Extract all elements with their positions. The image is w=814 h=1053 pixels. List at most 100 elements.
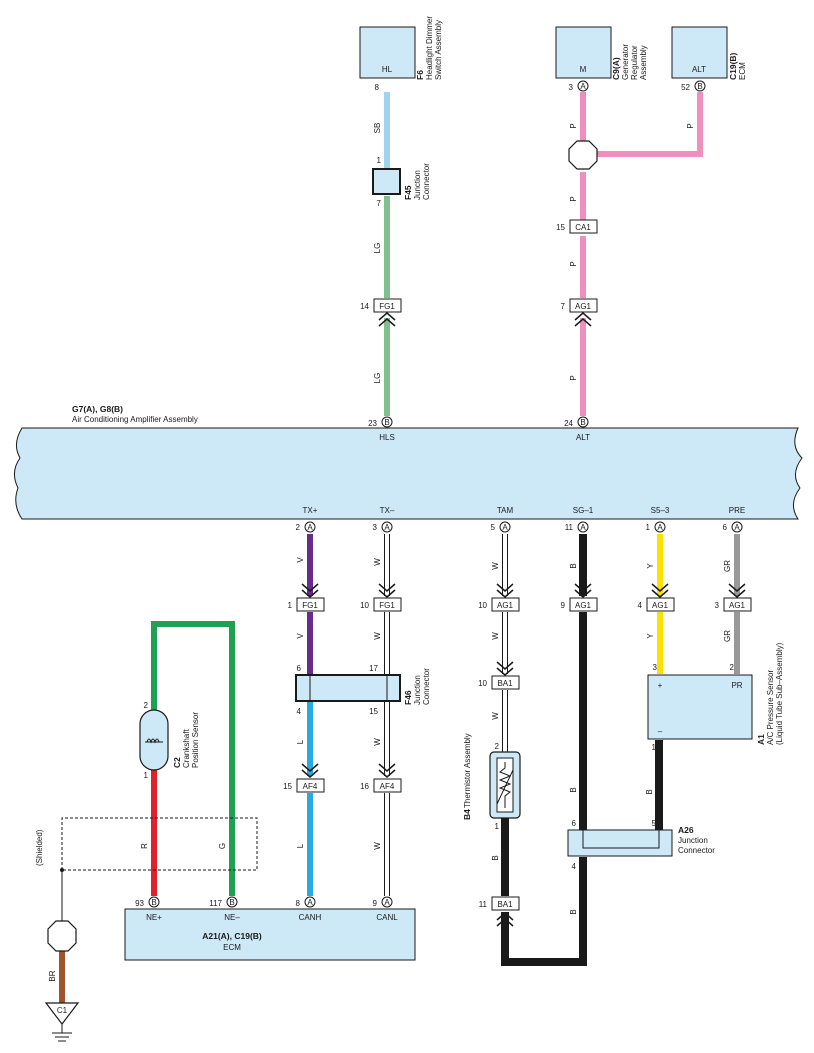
component-c19-top[interactable]: ALT 52 B C19(B) ECM — [671, 26, 747, 92]
connector-fg1-txp[interactable]: 1 FG1 — [288, 597, 325, 612]
a26-name2: Connector — [678, 846, 715, 855]
ecm-bottom-name: ECM — [223, 943, 241, 952]
fg1-txm-pin: 10 — [360, 601, 369, 610]
connector-fg1-txm[interactable]: 10 FG1 — [360, 597, 402, 612]
amp-top-circle-alt: B — [580, 418, 585, 427]
label-w-4: W — [373, 842, 382, 850]
resistor-icon — [498, 762, 512, 808]
b4-pin-bottom: 1 — [495, 822, 500, 831]
amp-top-pin-no-hls: 23 — [368, 419, 377, 428]
fg1-txp-label: FG1 — [302, 601, 318, 610]
connector-ba1-bottom[interactable]: 11 BA1 — [479, 896, 520, 911]
wires — [59, 92, 740, 1003]
c19-top-pin-label: ALT — [692, 65, 706, 74]
amp-bottom-label-s5: S5–3 — [651, 506, 670, 515]
label-y-2: Y — [646, 633, 655, 639]
ag1-tam-pin: 10 — [478, 601, 487, 610]
f46-name2: Connector — [422, 668, 431, 705]
component-amplifier[interactable]: G7(A), G8(B) Air Conditioning Amplifier … — [14, 404, 803, 533]
f46-id: F46 — [403, 690, 413, 705]
amp-bottom-no-txm: 3 — [373, 523, 378, 532]
label-l-2: L — [296, 843, 305, 848]
connector-ag1-pre[interactable]: 3 AG1 — [715, 597, 752, 612]
label-b-2: B — [569, 563, 578, 568]
component-a26[interactable]: 6 5 4 A26 Junction Connector — [567, 819, 715, 871]
af4-canh-label: AF4 — [303, 782, 318, 791]
connector-af4-canh[interactable]: 15 AF4 — [283, 778, 325, 793]
component-f45[interactable]: 1 7 F45 Junction Connector — [372, 156, 431, 208]
label-p-2: P — [686, 123, 695, 128]
connector-ag1-sg[interactable]: 9 AG1 — [561, 597, 598, 612]
label-p-1: P — [569, 123, 578, 128]
wire-p-ecm — [597, 92, 703, 157]
c9-pin-number: 3 — [569, 83, 574, 92]
ecm-pin-no-canh: 8 — [296, 899, 301, 908]
label-g: G — [218, 843, 227, 849]
connector-af4-canl[interactable]: 16 AF4 — [360, 778, 402, 793]
c2-id: C2 — [172, 757, 182, 768]
fg1-txp-pin: 1 — [288, 601, 293, 610]
c2-pin-top: 2 — [144, 701, 149, 710]
component-f46[interactable]: 6 17 4 15 F46 Junction Connector — [295, 664, 431, 716]
a26-pin-6: 6 — [572, 819, 577, 828]
label-r: R — [140, 843, 149, 849]
ecm-pin-no-neplus: 93 — [135, 899, 144, 908]
amp-top-circle-hls: B — [384, 418, 389, 427]
c19-top-name: ECM — [738, 62, 747, 80]
amp-id: G7(A), G8(B) — [72, 404, 123, 414]
amp-bottom-circle-tam: A — [502, 523, 508, 532]
label-gr-1: GR — [723, 560, 732, 572]
amp-bottom-no-tam: 5 — [491, 523, 496, 532]
label-b-4: B — [569, 909, 578, 914]
component-a1[interactable]: 3 2 + PR – 1 A1 A/C Pressure Sensor (Liq… — [647, 642, 784, 752]
label-v-2: V — [296, 633, 305, 639]
connector-ag1-alt[interactable]: 7 AG1 — [561, 298, 598, 327]
a1-pr: PR — [731, 681, 742, 690]
amp-bottom-no-pre: 6 — [723, 523, 728, 532]
connector-ag1-tam[interactable]: 10 AG1 — [478, 597, 520, 612]
connector-fg1-hls[interactable]: 14 FG1 — [360, 298, 402, 327]
label-b-1: B — [491, 855, 500, 860]
amp-bottom-label-txm: TX– — [380, 506, 395, 515]
label-gr-2: GR — [723, 630, 732, 642]
b4-name: Thermistor Assembly — [463, 733, 472, 808]
a26-id: A26 — [678, 825, 694, 835]
af4-canh-pin: 15 — [283, 782, 292, 791]
ecm-pin-no-canl: 9 — [373, 899, 378, 908]
component-c9[interactable]: M 3 A C9(A) Generator Regulator Assembly — [555, 26, 648, 92]
ecm-circle-neplus: B — [151, 898, 156, 907]
f6-pin-label: HL — [382, 65, 393, 74]
a26-name: Junction — [678, 836, 708, 845]
ground-splice-octagon — [47, 920, 77, 952]
f46-pin-6: 6 — [297, 664, 302, 673]
a26-pin-4: 4 — [572, 862, 577, 871]
component-f6[interactable]: HL 8 F6 Headlight Dimmer Switch Assembly — [359, 16, 443, 92]
component-b4[interactable]: 2 1 B4 Thermistor Assembly — [462, 733, 521, 831]
component-ecm-bottom[interactable]: 93 B NE+ 117 B NE– 8 A CANH 9 A CANL A21… — [124, 896, 416, 961]
connector-ba1-top[interactable]: 10 BA1 — [478, 675, 520, 690]
connector-ca1[interactable]: 15 CA1 — [556, 219, 598, 234]
label-y-1: Y — [646, 563, 655, 569]
af4-canl-label: AF4 — [380, 782, 395, 791]
ag1-tam-label: AG1 — [497, 601, 514, 610]
c2-pin-bottom: 1 — [144, 771, 149, 780]
amp-top-label-hls: HLS — [379, 433, 395, 442]
ag1-sg-pin: 9 — [561, 601, 566, 610]
connector-ag1-s5[interactable]: 4 AG1 — [638, 597, 675, 612]
label-p-3: P — [569, 196, 578, 201]
c19-top-circle: B — [697, 82, 702, 91]
ecm-label-neplus: NE+ — [146, 913, 162, 922]
component-c2[interactable]: 2 1 C2 Crankshaft Position Sensor — [139, 701, 200, 780]
c2-name: Crankshaft — [182, 729, 191, 768]
amp-bottom-circle-pre: A — [734, 523, 740, 532]
label-w-6: W — [491, 632, 500, 640]
ag1-alt-pin: 7 — [561, 302, 566, 311]
ground-c1[interactable]: C1 — [44, 1002, 80, 1042]
c19-top-id: C19(B) — [728, 52, 738, 80]
fg1-txm-label: FG1 — [379, 601, 395, 610]
amp-bottom-label-tam: TAM — [497, 506, 514, 515]
c9-name: Generator — [621, 44, 630, 80]
f6-name2: Switch Assembly — [434, 20, 443, 80]
a1-pin-minus: 1 — [652, 743, 657, 752]
label-lg-2: LG — [373, 373, 382, 384]
